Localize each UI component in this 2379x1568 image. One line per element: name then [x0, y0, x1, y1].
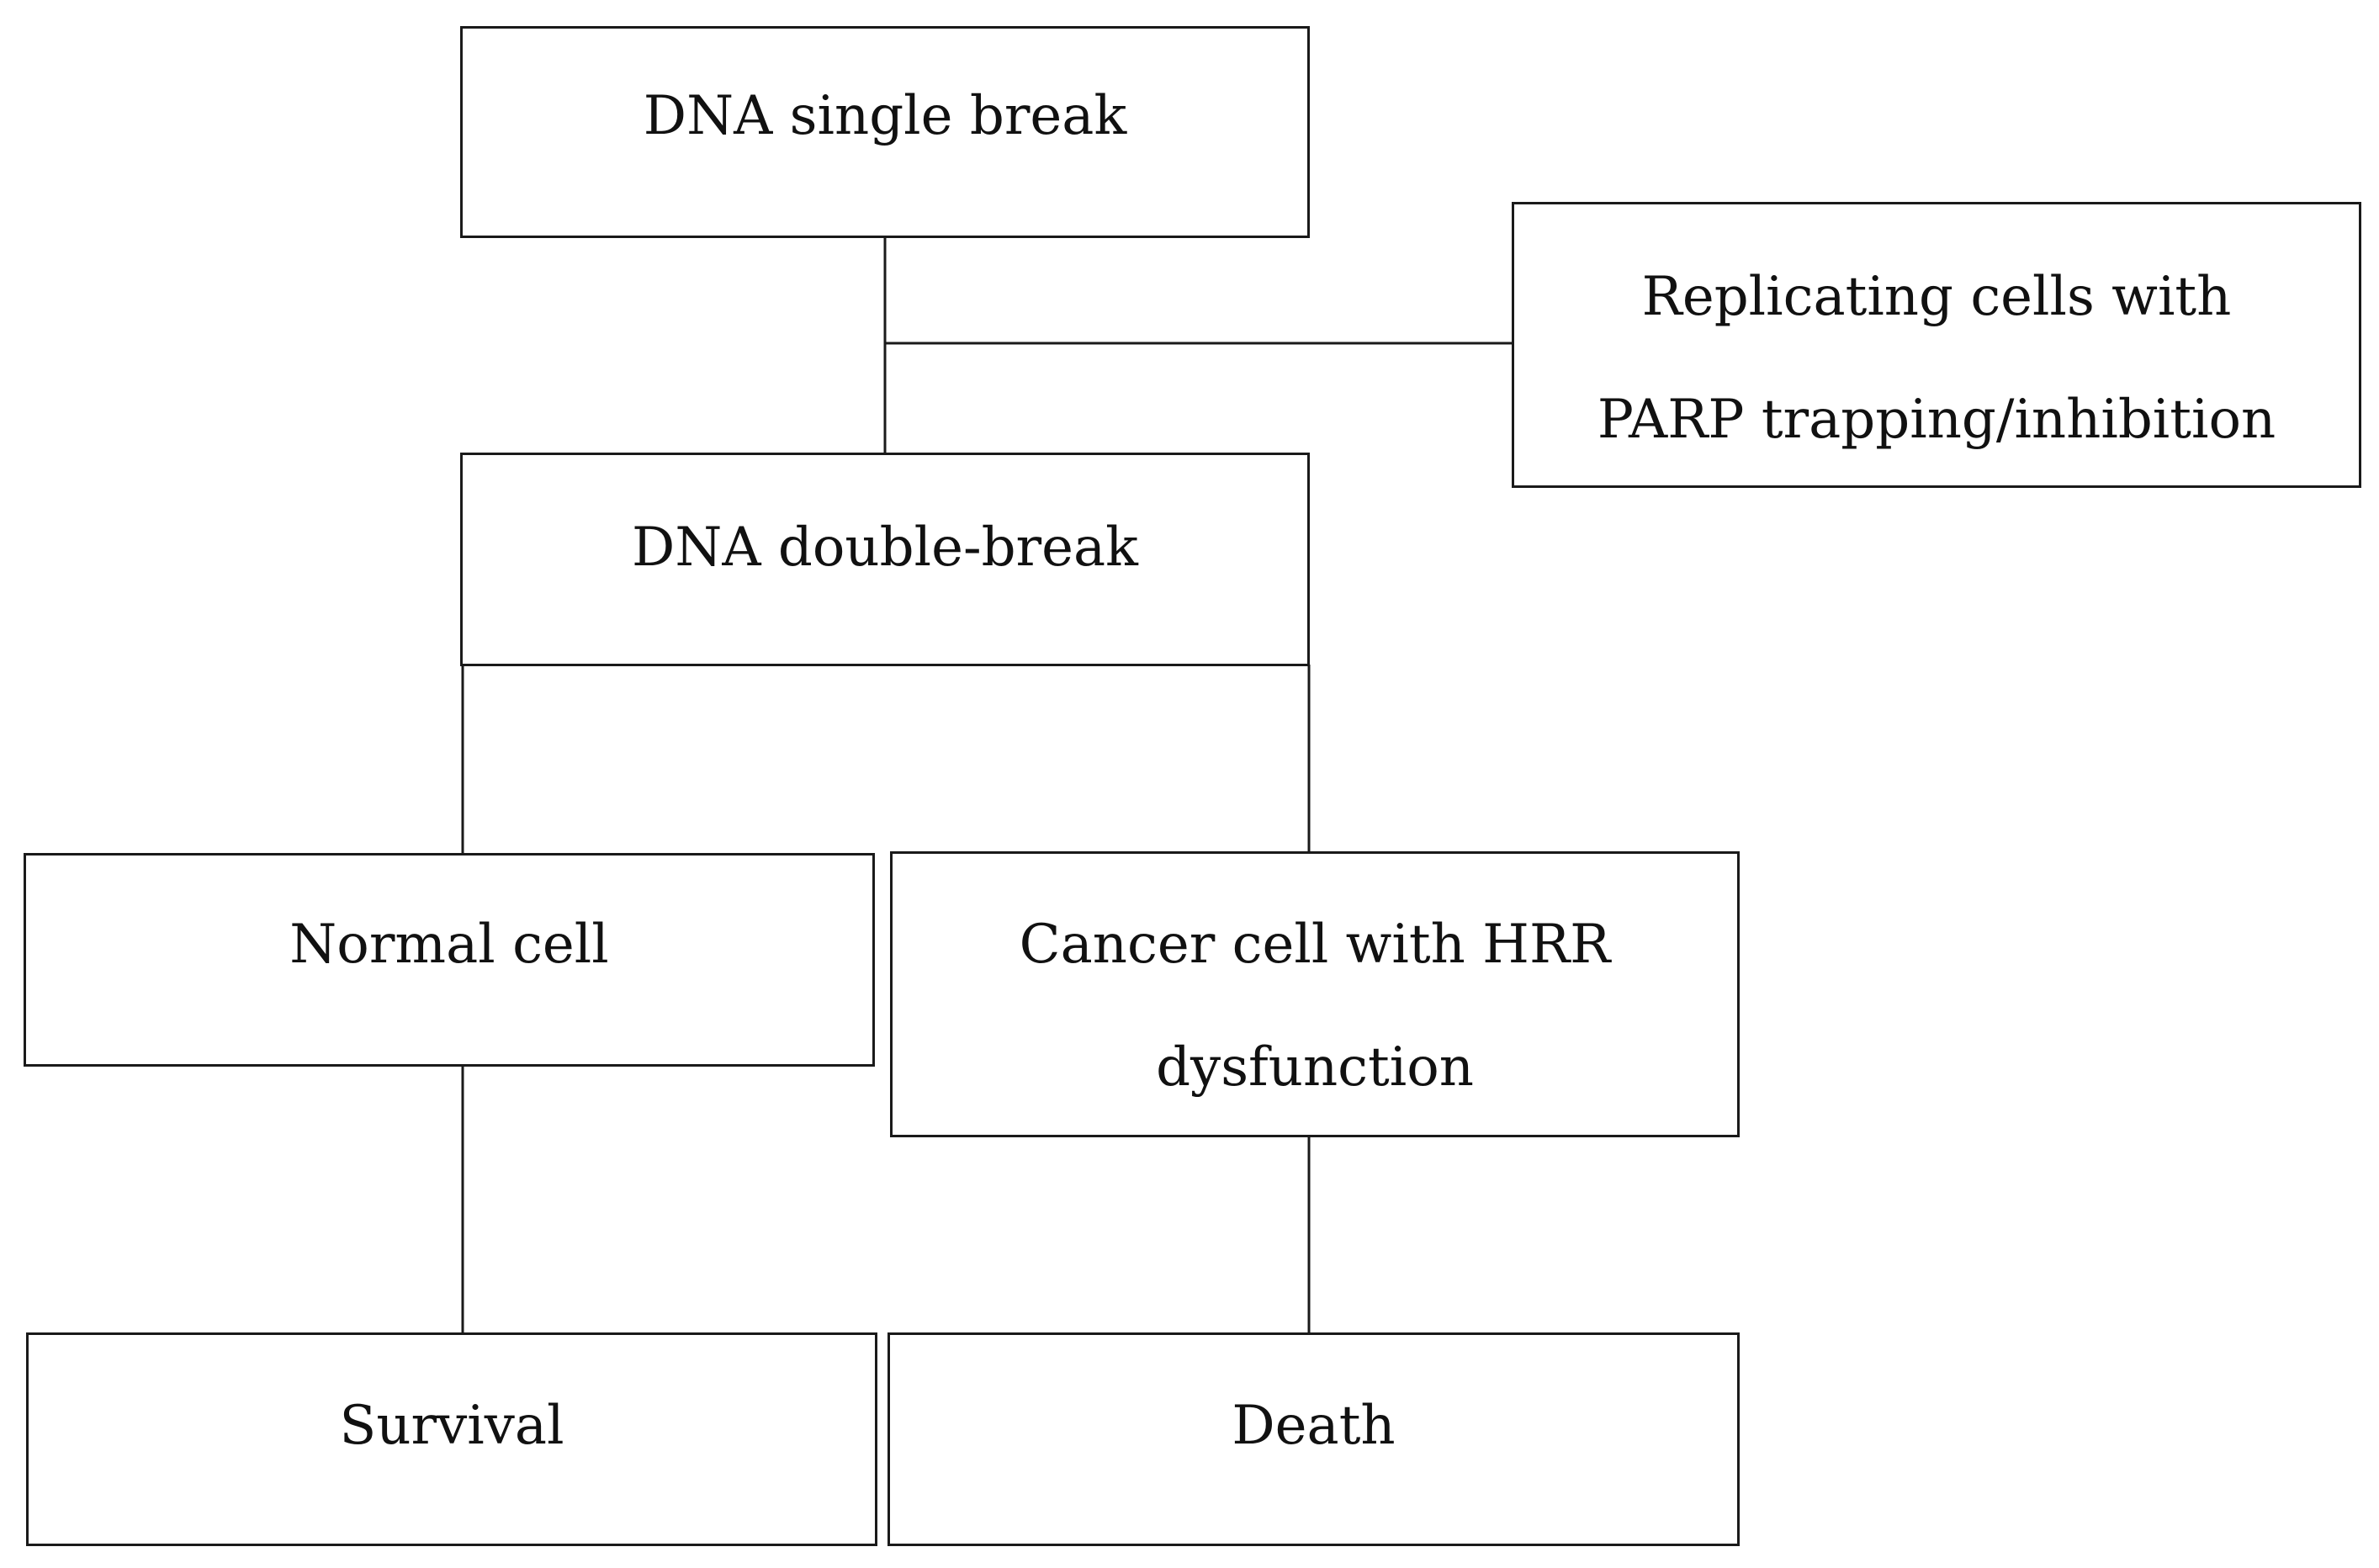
node-normal-cell: Normal cell: [24, 853, 875, 1067]
node-label-line1: Replicating cells with: [1641, 266, 2232, 328]
node-death: Death: [887, 1332, 1740, 1546]
node-parp-trapping: Replicating cells with PARP trapping/inh…: [1512, 202, 2361, 488]
node-cancer-cell-hrr: Cancer cell with HRR dysfunction: [890, 851, 1740, 1137]
node-dna-double-break: DNA double-break: [460, 453, 1310, 666]
node-label: DNA double-break: [632, 516, 1138, 579]
node-label-line2: PARP trapping/inhibition: [1597, 389, 2276, 451]
node-label: DNA single break: [643, 85, 1127, 147]
node-label: Normal cell: [289, 914, 609, 976]
node-label: Death: [1232, 1395, 1396, 1457]
node-label-line1: Cancer cell with HRR: [1019, 914, 1611, 976]
node-label-line2: dysfunction: [1156, 1036, 1474, 1099]
node-dna-single-break: DNA single break: [460, 26, 1310, 238]
node-survival: Survival: [26, 1332, 877, 1546]
node-label: Survival: [339, 1395, 564, 1457]
